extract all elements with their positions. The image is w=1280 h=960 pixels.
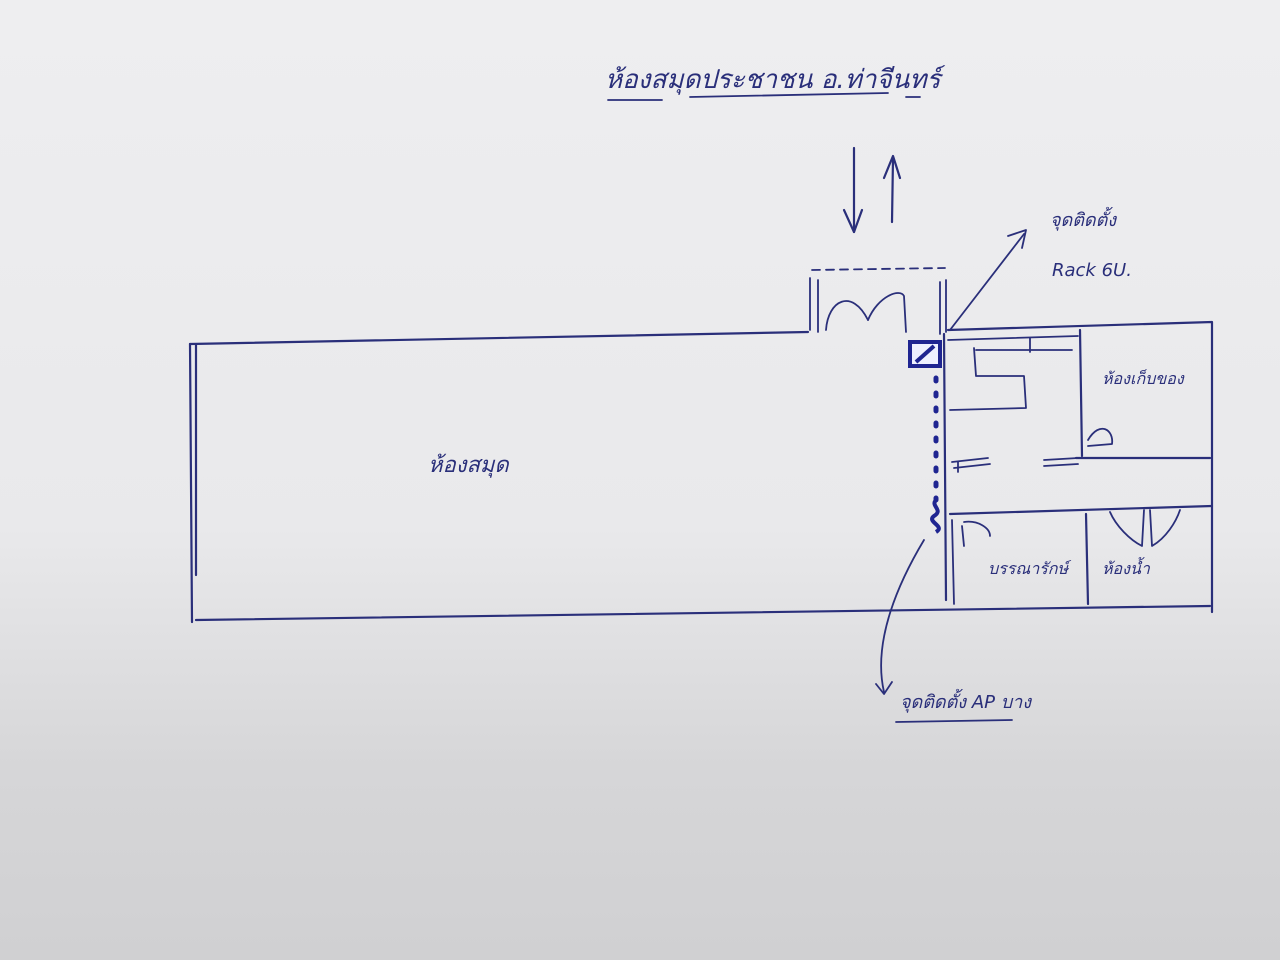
porch-pillars xyxy=(809,277,947,335)
main-hall-left-wall xyxy=(188,342,194,624)
reading-room-label: ห้องสมุด xyxy=(428,453,510,478)
rack-label-line2: Rack 6U. xyxy=(1052,260,1132,281)
restroom-door-right xyxy=(1149,509,1181,547)
rack-pointer-arrow xyxy=(949,233,1025,331)
partition-wall xyxy=(942,332,948,602)
ap-label-underline xyxy=(895,719,1013,723)
storage-room-label: ห้องเก็บของ xyxy=(1102,369,1185,388)
main-hall-top-wall xyxy=(188,330,810,346)
door-left-swing xyxy=(825,300,869,331)
restroom-label: ห้องน้ำ xyxy=(1102,557,1151,578)
lower-rooms-top-wall xyxy=(948,504,1214,516)
ap-marker-icon xyxy=(930,498,941,534)
arrow-out-icon xyxy=(890,156,895,224)
plan-title: ห้องสมุดประชาชน อ.ท่าจีนทร์ xyxy=(605,65,945,95)
ap-label: จุดติดตั้ง AP บาง xyxy=(900,688,1032,713)
rack-marker-icon xyxy=(908,340,942,368)
rack-label-line1: จุดติดตั้ง xyxy=(1050,206,1117,231)
building-bottom-wall xyxy=(194,604,1212,622)
title-underline-2 xyxy=(689,92,889,98)
corridor-fixture-right xyxy=(1043,457,1079,467)
corridor-fixture-left xyxy=(951,457,991,473)
storage-room-wall xyxy=(1078,328,1084,458)
porch-outline xyxy=(811,267,946,271)
door-right-swing xyxy=(867,292,907,333)
lower-rooms-divider xyxy=(1084,512,1090,606)
utility-block xyxy=(949,347,1027,411)
storage-door-swing xyxy=(1087,427,1113,447)
entrance-arrows xyxy=(842,146,902,234)
office-door-swing xyxy=(961,520,991,547)
office-room-label: บรรณารักษ์ xyxy=(988,559,1071,578)
restroom-door-left xyxy=(1109,509,1145,547)
right-wing-outer-wall xyxy=(946,320,1214,614)
ap-pointer-arrow xyxy=(880,539,925,693)
